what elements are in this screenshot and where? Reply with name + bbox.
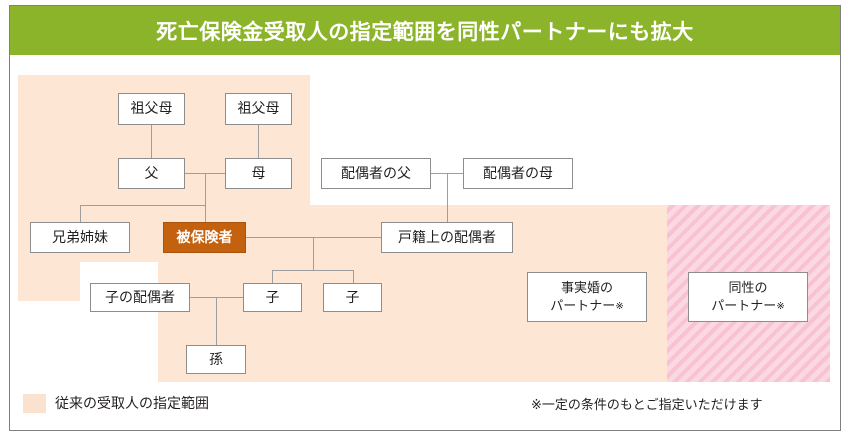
connector-child-marriage-to-grandchild: [216, 297, 217, 345]
connector-grandparents-maternal-to-mother: [258, 125, 259, 158]
title-bar: 死亡保険金受取人の指定範囲を同性パートナーにも拡大: [10, 6, 840, 55]
legend: 従来の受取人の指定範囲: [23, 393, 209, 413]
node-same-sex-partner[interactable]: 同性の パートナー※: [688, 272, 808, 322]
node-father[interactable]: 父: [118, 158, 185, 189]
node-label: 配偶者の父: [341, 164, 411, 181]
footnote-text: ※一定の条件のもとご指定いただけます: [531, 397, 763, 412]
node-common-law-partner[interactable]: 事実婚の パートナー※: [527, 272, 647, 322]
connector-marriage-to-children-bus: [313, 237, 314, 270]
node-label-line-2: パートナー※: [550, 297, 623, 315]
connector-bus-to-siblings: [80, 205, 81, 222]
node-spouse-mother[interactable]: 配偶者の母: [463, 158, 573, 189]
connector-spouse-parents-to-legal-spouse: [447, 173, 448, 222]
node-grandparents-maternal[interactable]: 祖父母: [225, 93, 292, 125]
legacy-range-region-lower-left: [18, 262, 80, 301]
footnote-mark: ※: [615, 300, 624, 312]
page-title: 死亡保険金受取人の指定範囲を同性パートナーにも拡大: [156, 20, 694, 44]
node-label-line-2-text: パートナー: [711, 298, 777, 313]
node-grandchild[interactable]: 孫: [186, 345, 246, 374]
node-label: 祖父母: [237, 100, 280, 117]
node-label: 配偶者の母: [483, 164, 553, 181]
node-label: 孫: [209, 350, 223, 367]
node-child-spouse[interactable]: 子の配偶者: [90, 283, 190, 312]
node-grandparents-paternal[interactable]: 祖父母: [118, 93, 185, 125]
node-siblings[interactable]: 兄弟姉妹: [30, 222, 130, 253]
node-label-line-2: パートナー※: [711, 297, 784, 315]
node-spouse-father[interactable]: 配偶者の父: [321, 158, 431, 189]
connector-bus-to-child-1: [272, 270, 273, 284]
connector-bus-to-insured: [205, 205, 206, 222]
node-label: 父: [144, 164, 159, 181]
connector-parents-to-children-bus: [205, 173, 206, 205]
legend-swatch-legacy-range: [23, 393, 46, 413]
node-child-2[interactable]: 子: [323, 283, 382, 312]
footnote-mark: ※: [776, 300, 785, 312]
node-child-1[interactable]: 子: [243, 283, 302, 312]
connector-children-bus-2: [272, 270, 354, 271]
node-label: 祖父母: [130, 100, 173, 117]
connector-grandparents-paternal-to-father: [151, 125, 152, 158]
node-mother[interactable]: 母: [225, 158, 292, 189]
node-label-line-1: 同性の: [728, 280, 768, 296]
node-insured[interactable]: 被保険者: [163, 222, 246, 253]
node-label-line-1: 事実婚の: [560, 280, 613, 296]
node-legal-spouse[interactable]: 戸籍上の配偶者: [381, 222, 513, 253]
node-label: 子の配偶者: [105, 288, 175, 305]
node-label: 兄弟姉妹: [52, 228, 108, 245]
node-label: 子: [345, 288, 360, 305]
node-label: 子: [265, 288, 280, 305]
legend-label-legacy-range: 従来の受取人の指定範囲: [55, 395, 209, 411]
node-label: 母: [251, 164, 266, 181]
connector-bus-to-child-2: [353, 270, 354, 284]
node-label-line-2-text: パートナー: [550, 298, 616, 313]
node-label: 被保険者: [176, 228, 233, 245]
node-label: 戸籍上の配偶者: [398, 228, 496, 245]
connector-children-bus: [80, 205, 206, 206]
